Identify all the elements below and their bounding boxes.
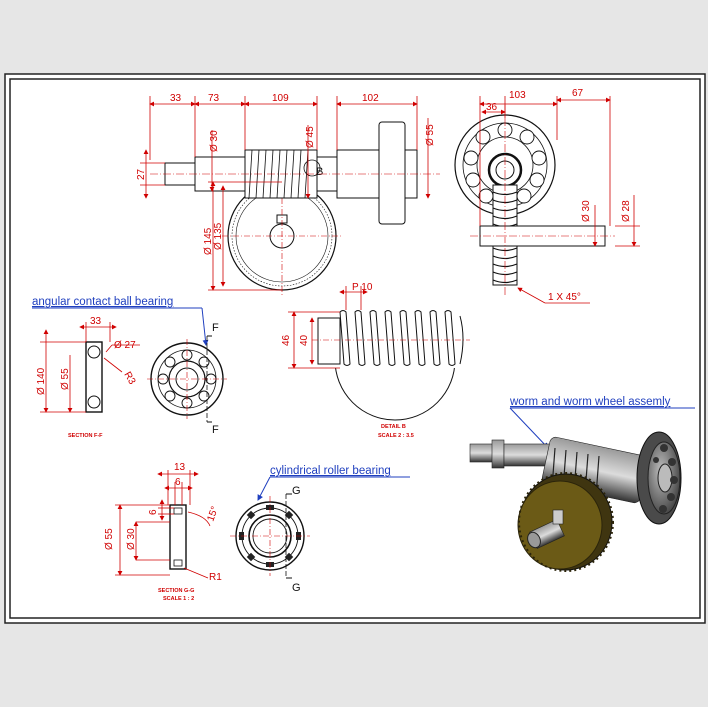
side-view: 103 67 36 Ø 30 Ø 28 1 X 45° bbox=[454, 88, 640, 304]
dim-6-top: 6 bbox=[175, 477, 181, 488]
dim-40: 40 bbox=[299, 334, 310, 346]
chamfer-note: 1 X 45° bbox=[548, 292, 581, 303]
dim-27: 27 bbox=[136, 168, 147, 180]
note-assembly: worm and worm wheel assemly bbox=[509, 396, 671, 408]
dim-6-side: 6 bbox=[148, 509, 159, 515]
caption-detail-scale: SCALE 2 : 3.5 bbox=[378, 433, 414, 439]
dim-73: 73 bbox=[208, 93, 220, 104]
dim-36: 36 bbox=[486, 102, 498, 113]
dim-dia-140: Ø 140 bbox=[36, 367, 47, 395]
dim-dia-55-f: Ø 55 bbox=[60, 368, 71, 390]
dim-dia-28: Ø 28 bbox=[621, 200, 632, 222]
dim-r1: R1 bbox=[209, 572, 222, 583]
border-frame bbox=[9, 78, 701, 619]
section-f-f: 33 Ø 27 Ø 140 Ø 55 R3 SECTION F-F F F bbox=[36, 316, 227, 439]
dim-33: 33 bbox=[170, 93, 182, 104]
dim-102: 102 bbox=[362, 93, 379, 104]
section-g-g: 13 6 6 Ø 55 Ø 30 15° R1 SECTION G-G SCAL… bbox=[104, 462, 310, 602]
dim-dia-30: Ø 30 bbox=[209, 130, 220, 152]
cut-label-f-bottom: F bbox=[212, 424, 219, 436]
dim-dia-45: Ø 45 bbox=[305, 126, 316, 148]
dim-13: 13 bbox=[174, 462, 186, 473]
caption-section-g-scale: SCALE 1 : 2 bbox=[163, 596, 194, 602]
dim-pitch: P 10 bbox=[352, 282, 373, 293]
dim-dia-27: Ø 27 bbox=[114, 340, 136, 351]
caption-section-f: SECTION F-F bbox=[68, 433, 103, 439]
dim-67: 67 bbox=[572, 88, 584, 99]
cut-label-g-top: G bbox=[292, 485, 301, 497]
cut-label-f-top: F bbox=[212, 322, 219, 334]
note-angular-bearing: angular contact ball bearing bbox=[32, 296, 173, 308]
dim-103: 103 bbox=[509, 90, 526, 101]
dim-dia-135: Ø 135 bbox=[213, 222, 224, 250]
dim-dia-30-side: Ø 30 bbox=[581, 200, 592, 222]
dim-dia-145: Ø 145 bbox=[203, 227, 214, 255]
caption-section-g: SECTION G-G bbox=[158, 588, 194, 594]
top-view: B 33 73 bbox=[136, 93, 440, 296]
dim-dia-55-g: Ø 55 bbox=[104, 528, 115, 550]
dim-33-f: 33 bbox=[90, 316, 102, 327]
note-roller-bearing: cylindrical roller bearing bbox=[270, 465, 391, 477]
dim-dia-30-g: Ø 30 bbox=[126, 528, 137, 550]
caption-detail-b: DETAIL B bbox=[381, 424, 406, 430]
dim-46: 46 bbox=[281, 334, 292, 346]
detail-b: P 10 46 40 DETAIL B SCALE 2 : 3.5 bbox=[281, 282, 470, 439]
dim-dia-55: Ø 55 bbox=[425, 124, 436, 146]
cut-label-g-bottom: G bbox=[292, 582, 301, 594]
dim-109: 109 bbox=[272, 93, 289, 104]
detail-marker: B bbox=[316, 166, 323, 178]
dim-angle: 15° bbox=[205, 505, 221, 523]
assembly-3d bbox=[469, 431, 682, 572]
